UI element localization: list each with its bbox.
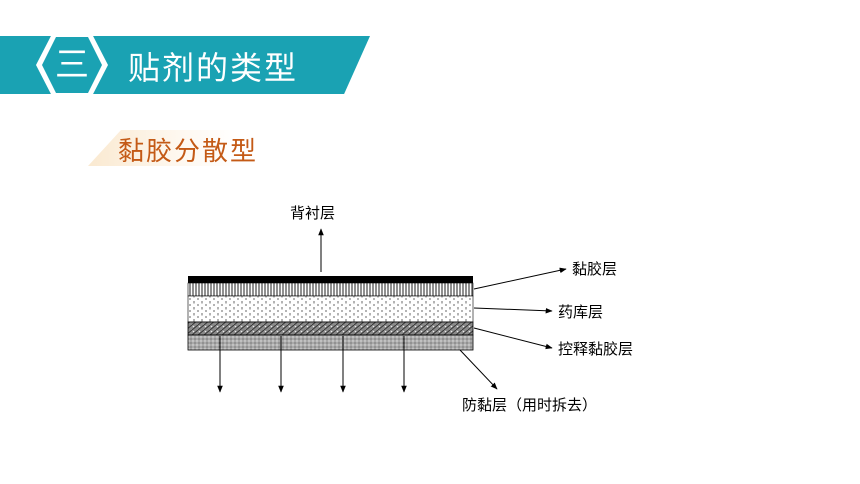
backing-layer: [188, 276, 473, 283]
reservoir-leader: [473, 307, 553, 314]
control-adhesive-layer: [187, 321, 474, 336]
adhesive-label: 黏胶层: [572, 260, 617, 278]
backing-label: 背衬层: [290, 204, 335, 222]
section-number: 三: [55, 45, 89, 85]
hexagon-badge: [36, 32, 108, 98]
control-adhesive-leader: [473, 327, 553, 350]
release-liner-label: 防黏层（用时拆去）: [462, 396, 597, 414]
reservoir-layer: [187, 295, 474, 323]
subheading: 黏胶分散型: [118, 136, 259, 167]
section-title: 贴剂的类型: [128, 49, 299, 87]
release-liner-layer: [187, 334, 474, 351]
adhesive-leader: [473, 267, 567, 290]
release-liner-leader: [459, 349, 498, 390]
control-adhesive-label: 控释黏胶层: [558, 340, 633, 358]
reservoir-label: 药库层: [558, 303, 603, 321]
adhesive-layer: [187, 282, 474, 297]
